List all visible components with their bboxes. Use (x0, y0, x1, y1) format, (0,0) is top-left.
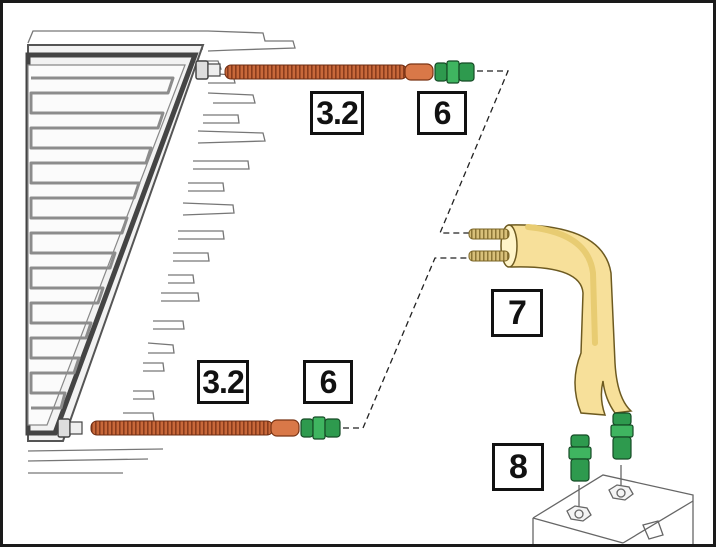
solar-collector (25, 44, 205, 442)
unit-housing (532, 465, 694, 544)
callout-top-pipe: 3.2 (310, 91, 364, 135)
connection-leaders (343, 70, 509, 429)
fitting-top (434, 60, 475, 84)
insulated-line (468, 224, 633, 416)
callout-bottom-fitting: 6 (303, 360, 353, 404)
connector-fittings (568, 412, 634, 482)
fitting-bottom (300, 416, 341, 440)
callout-top-fitting: 6 (417, 91, 467, 135)
corrugated-pipe-top (224, 63, 434, 81)
installation-diagram (25, 30, 694, 544)
callout-bottom-pipe: 3.2 (197, 360, 249, 404)
collector-nut-bottom (57, 418, 83, 438)
callout-insulated-line: 7 (491, 289, 543, 337)
corrugated-pipe-bottom (90, 419, 300, 437)
roof-tiles (27, 30, 296, 474)
absorber-meander (29, 76, 175, 410)
collector-nut-top (195, 60, 221, 80)
callout-connectors: 8 (492, 443, 544, 491)
